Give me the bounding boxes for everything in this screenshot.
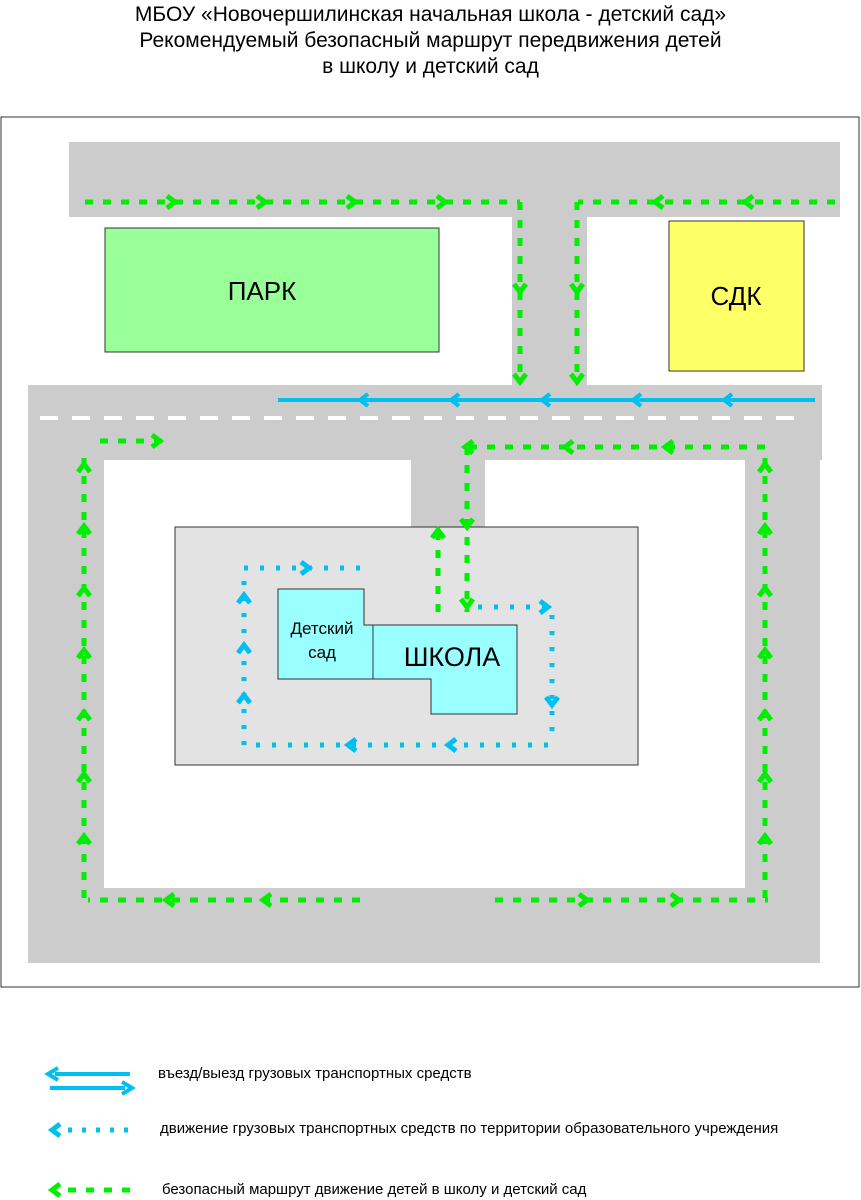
route-chevron <box>740 194 755 210</box>
route-chevron <box>544 695 560 710</box>
title-line-1: МБОУ «Новочершилинская начальная школа -… <box>134 3 727 26</box>
legend-dotted-chevron <box>47 1122 62 1138</box>
right-road <box>745 459 820 963</box>
route-chevron <box>569 282 585 297</box>
route-chevron <box>258 892 273 908</box>
route-chevron <box>512 372 528 387</box>
route-chevron <box>76 521 92 536</box>
school-label: ШКОЛА <box>404 642 501 672</box>
legend-children-route: безопасный маршрут движение детей в школ… <box>162 1181 587 1198</box>
route-chevron <box>538 599 553 615</box>
school-driveway <box>411 459 485 529</box>
title-line-3: в школу и детский сад <box>322 55 539 78</box>
legend-symbols <box>44 1066 136 1198</box>
route-chevron <box>757 583 773 598</box>
left-road <box>28 459 104 963</box>
route-chevron <box>345 194 360 210</box>
route-chevron <box>669 892 684 908</box>
route-chevron <box>443 737 458 753</box>
route-chevron <box>650 194 665 210</box>
route-chevron <box>459 517 475 532</box>
legend-dashed-chevron <box>47 1182 62 1198</box>
title-line-2: Рекомендуемый безопасный маршрут передви… <box>139 29 722 52</box>
route-chevron <box>76 645 92 660</box>
route-chevron <box>76 707 92 722</box>
kindergarten-label-2: сад <box>308 643 336 662</box>
route-chevron <box>356 392 370 408</box>
park-block <box>104 227 440 353</box>
kindergarten-label-1: Детский <box>291 619 354 638</box>
route-chevron <box>76 769 92 784</box>
route-chevron <box>76 459 92 474</box>
school-building <box>277 588 518 715</box>
sdk-label: СДК <box>711 281 762 311</box>
route-chevron <box>236 590 252 605</box>
park-label: ПАРК <box>228 276 297 306</box>
route-chevron <box>538 392 552 408</box>
route-chevron <box>459 597 475 612</box>
legend-truck-territory: движение грузовых транспортных средств п… <box>160 1120 779 1137</box>
legend-arrow-right-head <box>120 1080 136 1096</box>
route-chevron <box>76 583 92 598</box>
route-chevron <box>76 831 92 846</box>
route-chevron <box>720 392 734 408</box>
route-chevron <box>236 640 252 655</box>
route-chevron <box>343 737 358 753</box>
top-road <box>69 142 840 217</box>
diagram-title: МБОУ «Новочершилинская начальная школа -… <box>0 2 861 80</box>
route-chevron <box>512 282 528 297</box>
route-chevron <box>435 194 450 210</box>
route-chevron <box>577 892 592 908</box>
route-chevron <box>236 690 252 705</box>
route-chevron <box>255 194 270 210</box>
route-chevron <box>299 560 314 576</box>
main-road <box>28 385 822 460</box>
route-chevron <box>660 439 675 455</box>
route-chevron <box>757 459 773 474</box>
route-chevron <box>150 433 165 449</box>
route-chevron <box>757 769 773 784</box>
route-chevron <box>447 392 461 408</box>
route-chevron <box>757 707 773 722</box>
sdk-block <box>668 220 805 372</box>
legend-truck-entry: въезд/выезд грузовых транспортных средст… <box>158 1065 472 1082</box>
route-chevron <box>757 831 773 846</box>
route-chevron <box>569 372 585 387</box>
bottom-road <box>28 888 820 963</box>
legend-arrow-left-head <box>44 1066 60 1082</box>
route-chevron <box>757 645 773 660</box>
route-chevron <box>165 194 180 210</box>
route-chevron <box>161 892 176 908</box>
route-chevron <box>757 521 773 536</box>
route-chevron <box>560 439 575 455</box>
route-chevron <box>430 525 446 540</box>
route-chevron <box>629 392 643 408</box>
